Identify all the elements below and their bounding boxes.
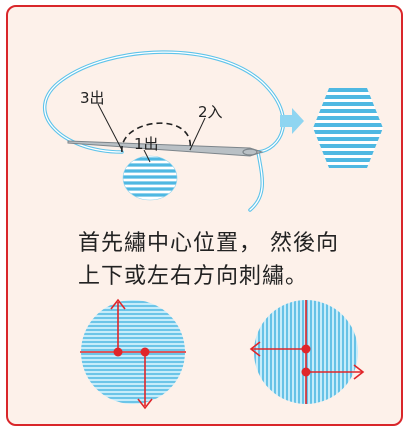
needle-icon: [67, 140, 264, 157]
direction-arrows-1: [80, 298, 186, 410]
label-point-3: 3出: [80, 89, 105, 107]
start-dot-3: [301, 344, 311, 354]
stitch-hexagon: [313, 88, 383, 168]
start-dot-4: [301, 367, 311, 377]
stitch-ball: [123, 156, 177, 200]
caption-line-1: 首先繡中心位置， 然後向: [78, 231, 339, 256]
caption-line-2: 上下或左右方向刺繡。: [78, 264, 309, 289]
start-dot-1: [113, 347, 123, 357]
label-point-1: 1出: [134, 135, 159, 153]
circle-horizontal: [81, 300, 185, 404]
start-dot-2: [140, 347, 150, 357]
right-arrow-icon: [280, 108, 304, 134]
label-point-2: 2入: [198, 103, 223, 121]
dashed-guide: [121, 122, 191, 153]
thread-tail: [248, 150, 264, 212]
